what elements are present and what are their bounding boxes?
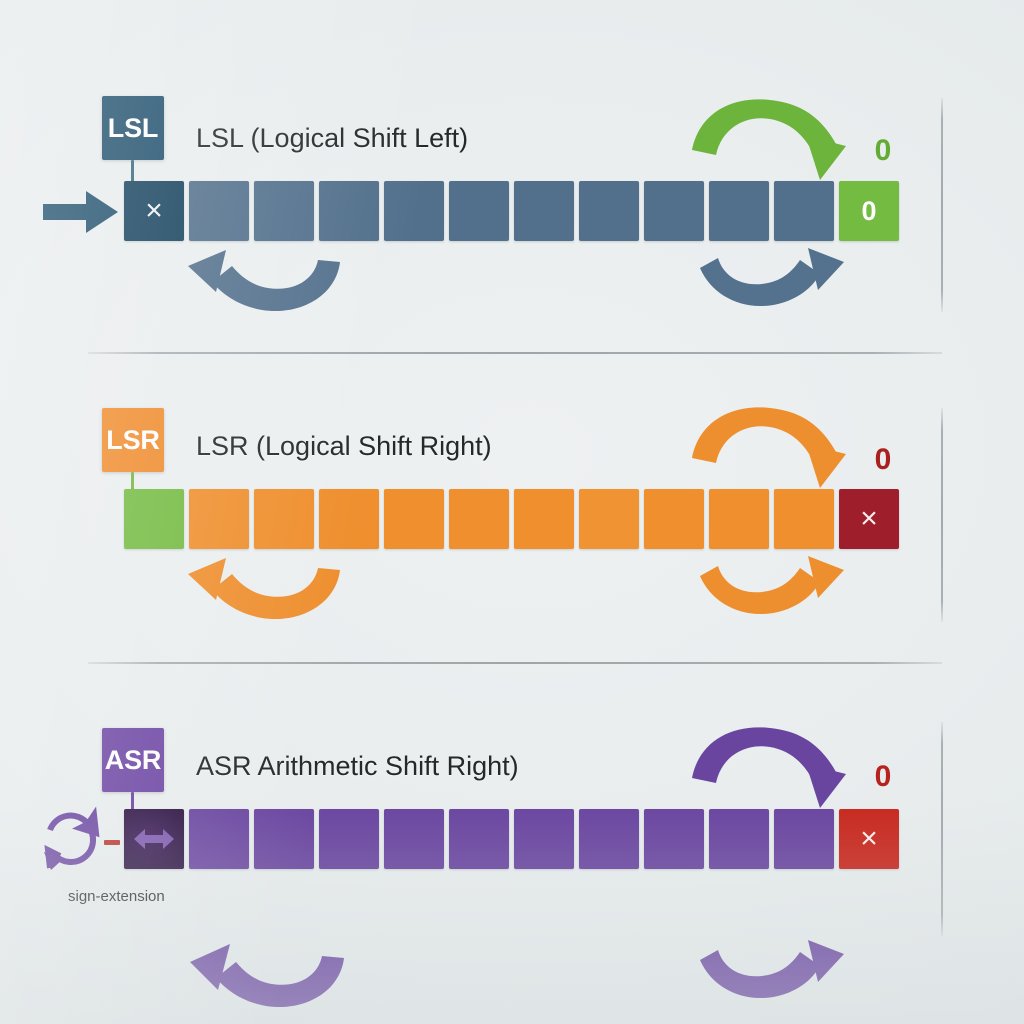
zero-fill-value: 0 [861,195,877,226]
lsl-cell-bit [774,181,834,241]
badge-lsl: LSL [102,96,164,160]
lsr-end-label: 0 [874,443,892,476]
lsl-cell-bit [514,181,574,241]
lsr-bottom-right-arrow [700,556,844,615]
lsl-top-arrow [692,99,846,180]
lsr-bottom-left-arrow [188,558,340,620]
lsl-end-label: 0 [874,134,892,167]
asr-bottom-left-arrow [190,944,344,1008]
lsl-cell-bit [644,181,704,241]
sign-bit-copy-icon [134,829,174,849]
asr-register-cells: × [124,809,899,869]
asr-cell-bit [579,809,639,869]
asr-cell-bit [644,809,704,869]
asr-cell-bit [709,809,769,869]
lsl-feed-arrow [42,188,120,241]
lsr-register-cells: × [124,489,899,549]
lsr-cell-bit [774,489,834,549]
lsl-cell-bit [319,181,379,241]
lsr-cell-bit [709,489,769,549]
row-marker-asr [941,722,943,936]
asr-cell-bit [254,809,314,869]
sign-extension-label: sign-extension [68,888,165,905]
row-marker-lsl [941,98,943,312]
lsl-cell-bit [709,181,769,241]
lsr-cell-bit [514,489,574,549]
asr-top-arrow [692,727,846,808]
asr-end-label: 0 [874,760,892,793]
row-asr-title: ASR Arithmetic Shift Right) [196,751,519,781]
badge-asr-stem [131,792,134,812]
asr-cell-bit [384,809,444,869]
lsl-bottom-left-arrow [188,250,340,312]
lsr-cell-bit [579,489,639,549]
sign-extension-dash [104,840,120,845]
badge-lsl-label: LSL [107,112,159,143]
lsr-cell-bit [189,489,249,549]
lsl-cell-zero-fill: 0 [839,181,899,241]
discard-x-icon: × [145,194,163,227]
lsr-cell-bit [384,489,444,549]
asr-cell-bit [774,809,834,869]
asr-cell-bit [514,809,574,869]
divider-lsl-lsr [88,352,942,354]
lsr-top-arrow [692,407,846,488]
cycle-refresh-icon [40,806,104,877]
lsl-bottom-right-arrow [700,248,844,307]
discard-x-icon: × [860,502,878,535]
badge-lsr-stem [131,472,134,494]
row-marker-lsr [941,408,943,622]
lsl-register-cells: × 0 [124,181,899,241]
lsr-cell-bit [449,489,509,549]
badge-lsr-label: LSR [106,424,160,455]
lsl-cell-bit [254,181,314,241]
lsr-cell-zero-fill [124,489,184,549]
row-lsl-title: LSL (Logical Shift Left) [196,123,469,153]
divider-lsr-asr [88,662,942,664]
lsl-cell-discard: × [124,181,184,241]
lsr-cell-bit [254,489,314,549]
lsr-cell-bit [644,489,704,549]
badge-asr-label: ASR [104,744,162,775]
badge-lsl-stem [131,160,134,182]
badge-lsr: LSR [102,408,164,472]
lsl-cell-bit [579,181,639,241]
badge-asr: ASR [102,728,164,792]
lsl-cell-bit [449,181,509,241]
lsr-cell-discard: × [839,489,899,549]
asr-bottom-right-arrow [700,940,844,999]
asr-cell-bit [449,809,509,869]
row-lsr-title: LSR (Logical Shift Right) [196,431,492,461]
asr-cell-discard: × [839,809,899,869]
asr-cell-bit [319,809,379,869]
asr-cell-sign-bit [124,809,184,869]
lsr-cell-bit [319,489,379,549]
lsl-cell-bit [189,181,249,241]
discard-x-icon: × [860,822,878,855]
lsl-cell-bit [384,181,444,241]
asr-cell-bit [189,809,249,869]
